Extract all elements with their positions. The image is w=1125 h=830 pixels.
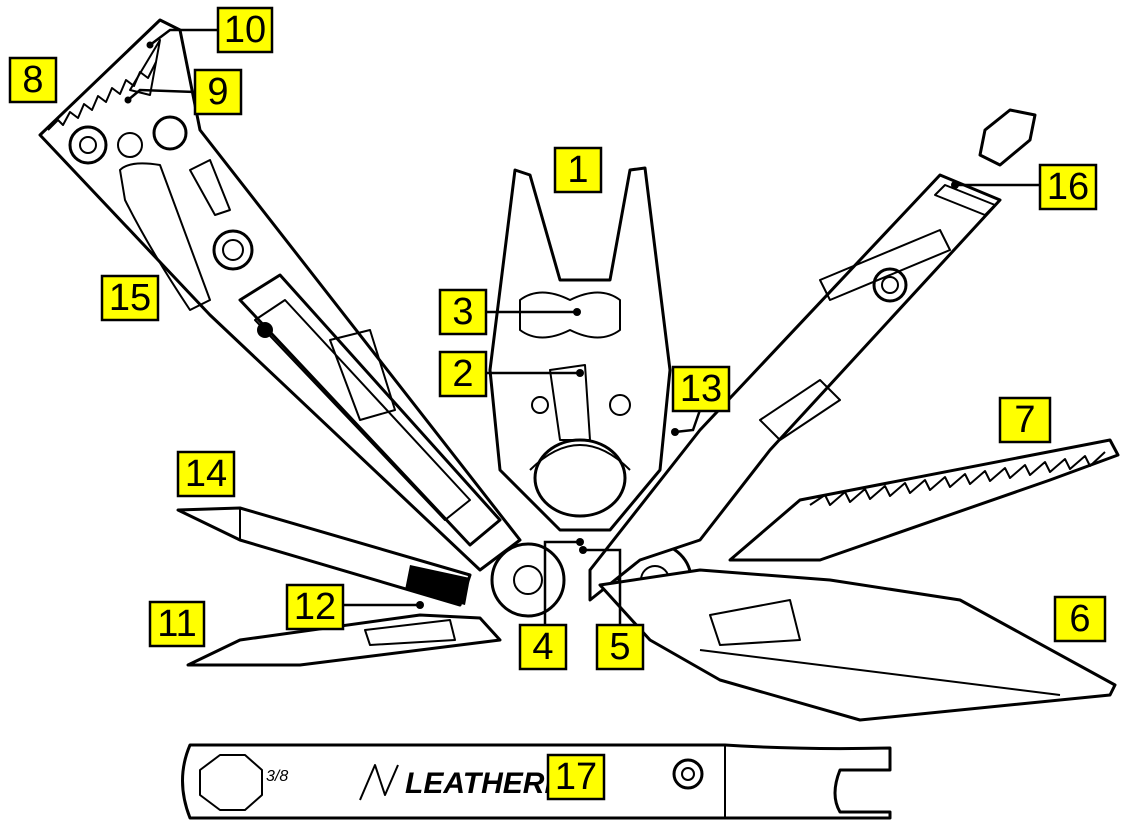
- right-handle: [588, 108, 1037, 602]
- main-blade: [598, 568, 1117, 722]
- callout-10: 10: [216, 6, 274, 54]
- leader-dots: [124, 41, 959, 609]
- brand-label: LEATHERM: [405, 767, 570, 800]
- lower-left-blade: [186, 613, 502, 667]
- callout-12: 12: [285, 583, 345, 631]
- callout-11: 11: [148, 600, 206, 648]
- callout-6: 6: [1053, 595, 1107, 643]
- callout-14-label: 14: [185, 453, 227, 495]
- black-band: [405, 565, 470, 605]
- callout-7-label: 7: [1014, 399, 1035, 441]
- callout-9: 9: [193, 68, 243, 116]
- awl-tool: [176, 506, 472, 607]
- callout-1-label: 1: [567, 149, 588, 191]
- callout-2: 2: [438, 350, 488, 398]
- callout-5: 5: [595, 623, 645, 671]
- callout-14: 14: [176, 450, 236, 498]
- callout-3-label: 3: [452, 291, 473, 333]
- size-label: 3/8: [266, 768, 288, 785]
- callout-8-label: 8: [22, 59, 43, 101]
- callout-15: 15: [100, 274, 160, 322]
- callout-13-label: 13: [680, 368, 722, 410]
- callout-17-label: 17: [555, 756, 597, 798]
- callout-8: 8: [8, 56, 58, 104]
- callout-13: 13: [671, 365, 731, 413]
- callout-1: 1: [553, 146, 603, 194]
- callout-7: 7: [998, 396, 1052, 444]
- callout-4: 4: [518, 623, 568, 671]
- callout-4-label: 4: [532, 626, 553, 668]
- callout-6-label: 6: [1069, 598, 1090, 640]
- callout-9-label: 9: [207, 71, 228, 113]
- callout-15-label: 15: [109, 277, 151, 319]
- bit-wrench: 3/8 LEATHERM: [181, 743, 892, 820]
- callout-2-label: 2: [452, 353, 473, 395]
- callout-16: 16: [1038, 163, 1098, 211]
- callout-5-label: 5: [609, 626, 630, 668]
- callout-10-label: 10: [224, 9, 266, 51]
- leader-lines: [127, 28, 1040, 625]
- leatherman-logo-icon: [359, 764, 399, 801]
- left-blade-body: [238, 273, 502, 547]
- saw-blade: [728, 438, 1120, 562]
- callout-11-label: 11: [157, 603, 196, 645]
- callout-17: 17: [546, 753, 606, 801]
- callout-12-label: 12: [294, 586, 336, 628]
- callout-16-label: 16: [1047, 166, 1089, 208]
- callout-3: 3: [438, 288, 488, 336]
